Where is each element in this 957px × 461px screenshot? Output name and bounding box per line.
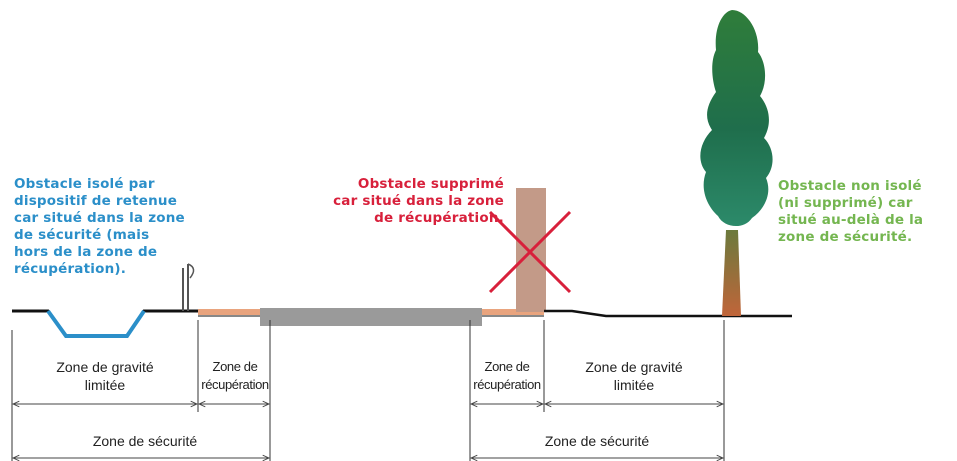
annotation-removed-line: Obstacle supprimé bbox=[357, 176, 504, 192]
annotation-isolated-line: de sécurité (mais bbox=[14, 227, 150, 243]
annotation-isolated: Obstacle isolé par dispositif de retenue… bbox=[14, 176, 204, 278]
annotation-removed-line: car situé dans la zone bbox=[333, 193, 504, 209]
zone-label-line: Zone de sécurité bbox=[92, 433, 198, 449]
zone-label-left-gravity: Zone de gravité limitée bbox=[20, 358, 190, 394]
cross-icon bbox=[488, 210, 572, 294]
zone-label-line: limitée bbox=[613, 377, 655, 393]
zone-label-line: Zone de gravité bbox=[585, 359, 683, 375]
annotation-not-isolated-line: situé au-delà de la bbox=[778, 212, 924, 228]
zone-label-line: Zone de gravité bbox=[56, 359, 154, 375]
ditch bbox=[46, 309, 146, 338]
zone-label-left-safety: Zone de sécurité bbox=[20, 432, 270, 450]
annotation-removed: Obstacle supprimé car situé dans la zone… bbox=[304, 176, 504, 227]
zone-label-right-recovery: Zone de récupération bbox=[468, 358, 546, 394]
zone-label-line: Zone de sécurité bbox=[544, 433, 650, 449]
zone-label-right-gravity: Zone de gravité limitée bbox=[548, 358, 720, 394]
zone-label-line: Zone de bbox=[212, 359, 258, 374]
annotation-isolated-line: hors de la zone de bbox=[14, 244, 158, 260]
road bbox=[260, 308, 482, 326]
zone-label-line: récupération bbox=[201, 377, 269, 392]
zone-label-line: récupération bbox=[473, 377, 541, 392]
guardrail-icon bbox=[182, 263, 195, 311]
annotation-removed-line: de récupération. bbox=[374, 210, 504, 226]
zone-label-line: limitée bbox=[84, 377, 126, 393]
ground-line-right bbox=[544, 309, 792, 318]
ground-line-left bbox=[12, 309, 198, 338]
annotation-isolated-line: car situé dans la zone bbox=[14, 210, 185, 226]
recovery-strip-left bbox=[198, 309, 260, 315]
recovery-strip-right bbox=[482, 309, 544, 315]
annotation-isolated-line: Obstacle isolé par bbox=[14, 176, 155, 192]
annotation-isolated-line: dispositif de retenue bbox=[14, 193, 178, 209]
annotation-not-isolated-line: (ni supprimé) car bbox=[778, 195, 913, 211]
tree-icon bbox=[700, 10, 773, 316]
zone-label-right-safety: Zone de sécurité bbox=[472, 432, 722, 450]
annotation-not-isolated: Obstacle non isolé (ni supprimé) car sit… bbox=[778, 178, 953, 246]
annotation-not-isolated-line: Obstacle non isolé bbox=[778, 178, 922, 194]
annotation-not-isolated-line: zone de sécurité. bbox=[778, 229, 913, 245]
zone-label-line: Zone de bbox=[484, 359, 530, 374]
zone-label-left-recovery: Zone de récupération bbox=[196, 358, 274, 394]
annotation-isolated-line: récupération). bbox=[14, 261, 127, 277]
